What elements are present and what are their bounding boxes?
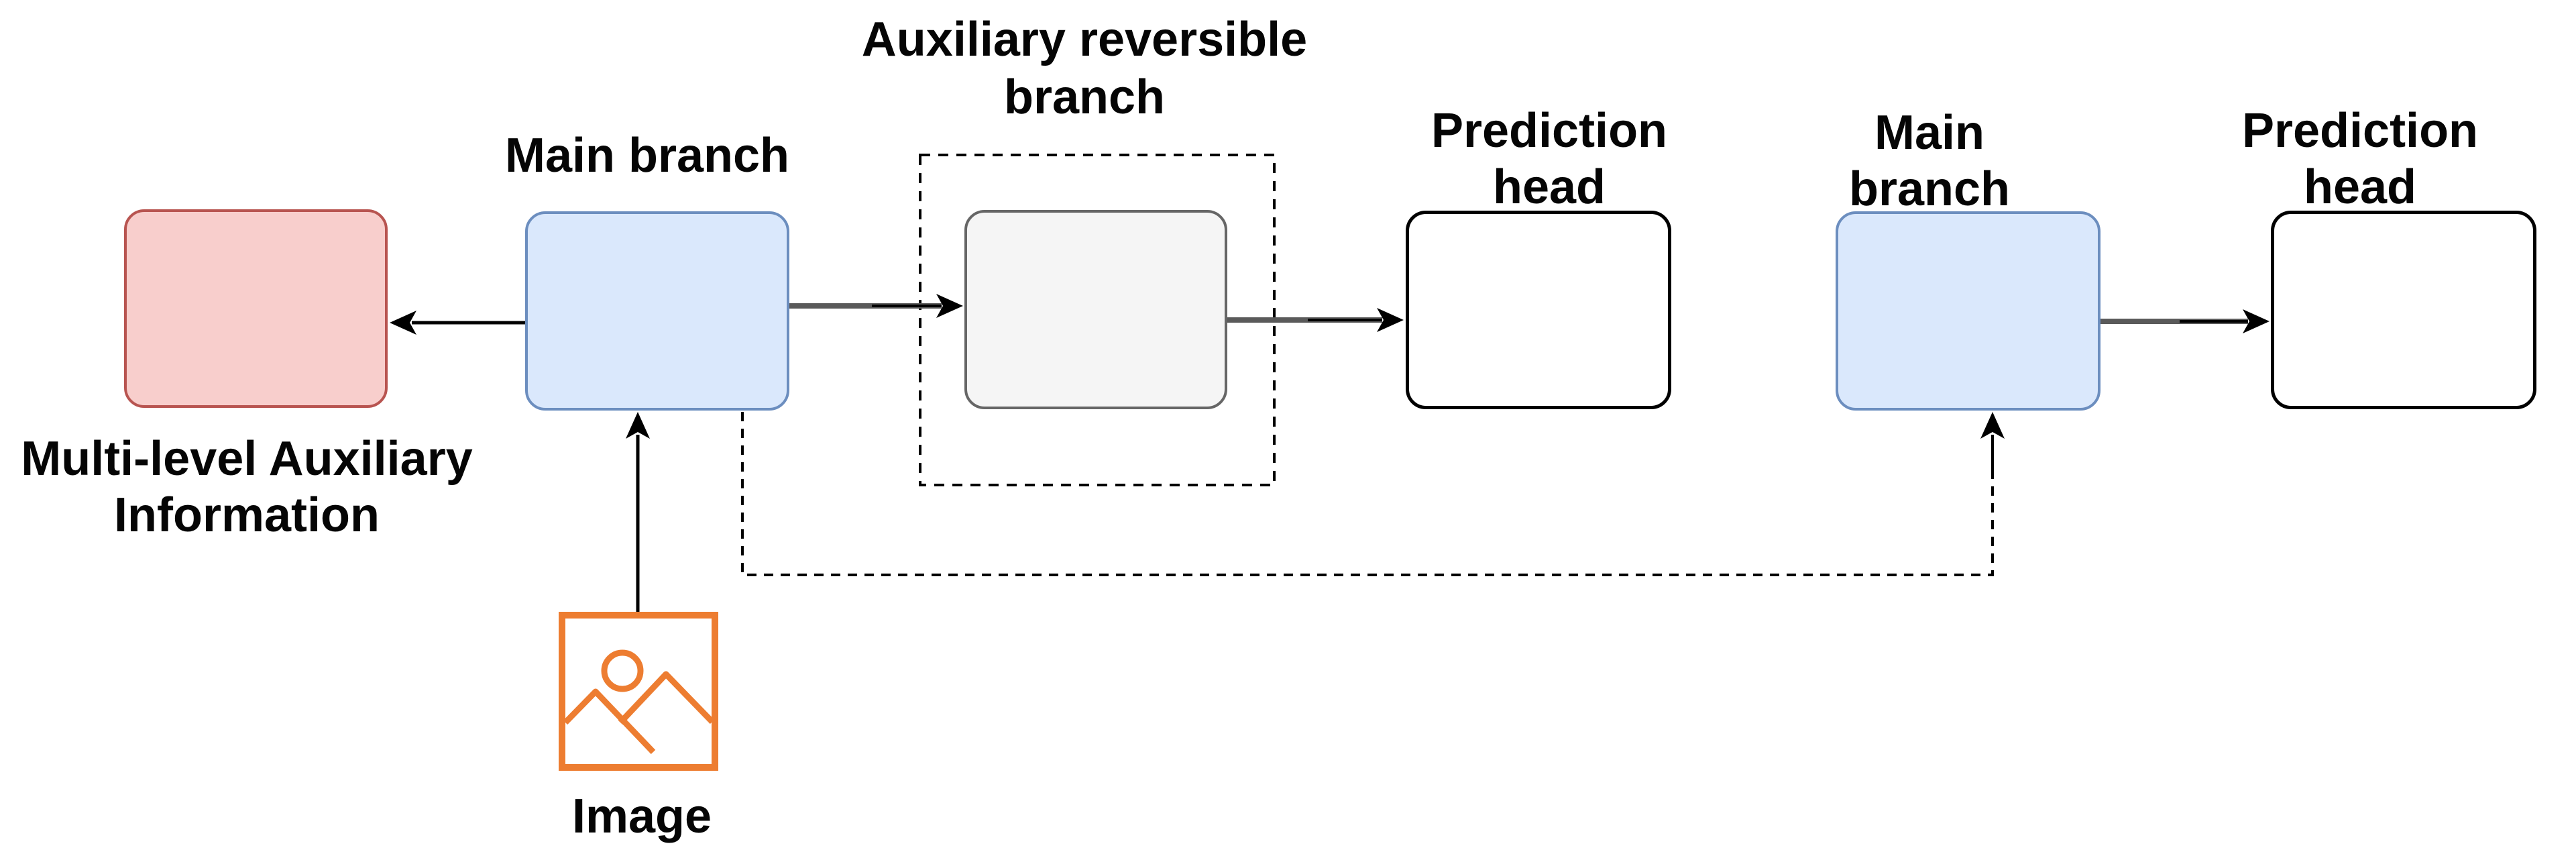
label-aux-reversible-branch: Auxiliary reversible branch xyxy=(862,11,1307,126)
arrowhead xyxy=(1980,412,2005,439)
label-prediction-head-1: Prediction head xyxy=(1431,103,1667,215)
dashed-feedback-connector xyxy=(741,412,2005,576)
arrow-auxbranch-to-pred1 xyxy=(1227,308,1404,332)
label-main-branch-1: Main branch xyxy=(505,127,789,184)
arrow-main1-to-auxbranch xyxy=(789,294,963,318)
arrowhead xyxy=(390,311,416,335)
node-main-branch-2 xyxy=(1836,211,2101,411)
label-multi-level-aux-info: Multi-level Auxiliary Information xyxy=(21,431,473,543)
label-line-2: Information xyxy=(114,488,380,542)
arrow-main1-to-auxinfo xyxy=(390,311,525,335)
arrowhead xyxy=(2243,309,2270,333)
arrowhead xyxy=(936,294,963,318)
label-line-1: Multi-level Auxiliary xyxy=(21,432,473,486)
label-line-1: Auxiliary reversible xyxy=(861,13,1308,66)
label-image: Image xyxy=(572,788,712,845)
label-line-2: branch xyxy=(1003,70,1166,124)
node-prediction-head-2 xyxy=(2271,211,2536,409)
arrowhead xyxy=(1377,308,1404,332)
label-line-1: Main xyxy=(1874,106,1985,160)
label-main-branch-2: Main branch xyxy=(1849,105,2010,217)
label-line-2: head xyxy=(2303,160,2417,214)
node-multi-level-aux-info xyxy=(124,209,388,408)
node-aux-reversible-branch xyxy=(964,210,1227,409)
arrowhead xyxy=(626,412,650,439)
label-line-1: Prediction xyxy=(2241,104,2479,158)
label-line-2: head xyxy=(1492,160,1606,214)
image-icon xyxy=(559,612,718,771)
label-text: Image xyxy=(571,790,712,843)
arrow-main2-to-pred2 xyxy=(2101,309,2270,333)
arrow-image-to-main1 xyxy=(626,412,650,612)
node-prediction-head-1 xyxy=(1406,211,1671,409)
aux-reversible-dashed-container xyxy=(919,154,1276,486)
label-prediction-head-2: Prediction head xyxy=(2242,103,2478,215)
node-main-branch-1 xyxy=(525,211,789,411)
label-text: Main branch xyxy=(504,129,790,182)
label-line-2: branch xyxy=(1848,162,2011,216)
label-line-1: Prediction xyxy=(1431,104,1668,158)
